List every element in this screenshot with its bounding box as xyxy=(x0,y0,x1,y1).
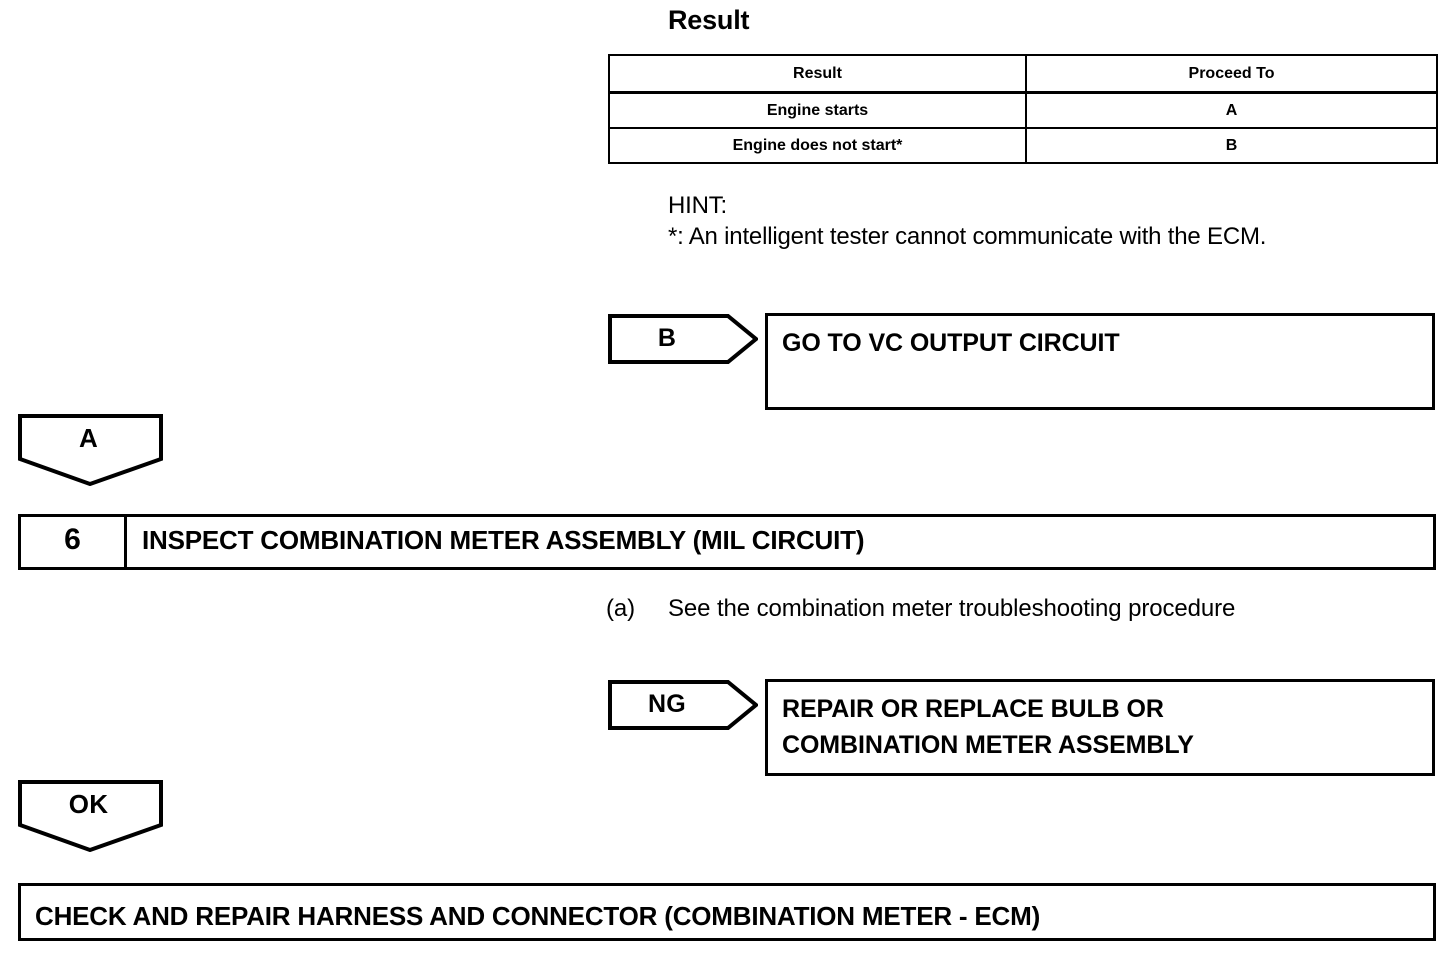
conclusion-box: CHECK AND REPAIR HARNESS AND CONNECTOR (… xyxy=(18,883,1436,941)
pentagon-right-icon xyxy=(608,680,758,730)
conclusion-text: CHECK AND REPAIR HARNESS AND CONNECTOR (… xyxy=(35,901,1041,931)
step-title: INSPECT COMBINATION METER ASSEMBLY (MIL … xyxy=(142,525,865,555)
pentagon-down-icon xyxy=(18,414,163,486)
pentagon-right-icon xyxy=(608,314,758,364)
substep-a-text: See the combination meter troubleshootin… xyxy=(668,595,1236,622)
action-text-line-1: REPAIR OR REPLACE BULB OR xyxy=(782,695,1164,723)
step-number: 6 xyxy=(21,517,127,567)
branch-tag-b: B xyxy=(608,314,758,364)
table-row: Engine does not start* B xyxy=(608,127,1438,164)
result-section-heading: Result xyxy=(668,5,750,35)
action-box-vc-output-circuit-text: GO TO VC OUTPUT CIRCUIT xyxy=(782,329,1120,357)
cell-proceed-to-b: B xyxy=(1025,127,1438,164)
hint-block: HINT: *: An intelligent tester cannot co… xyxy=(668,190,1388,252)
column-header-result: Result xyxy=(608,54,1027,94)
cell-result-engine-does-not-start: Engine does not start* xyxy=(608,127,1027,164)
column-header-proceed-to: Proceed To xyxy=(1025,54,1438,94)
branch-tag-ng-label: NG xyxy=(647,690,687,718)
action-box-vc-output-circuit: GO TO VC OUTPUT CIRCUIT xyxy=(765,313,1435,410)
hint-label: HINT: xyxy=(668,192,728,219)
table-header-row: Result Proceed To xyxy=(608,54,1438,94)
step-header-bar: 6 INSPECT COMBINATION METER ASSEMBLY (MI… xyxy=(18,514,1436,570)
action-box-repair-or-replace: REPAIR OR REPLACE BULB OR COMBINATION ME… xyxy=(765,679,1435,776)
cell-result-engine-starts: Engine starts xyxy=(608,91,1027,129)
substep-a: (a) See the combination meter troubleshoo… xyxy=(606,594,1235,624)
substep-a-marker: (a) xyxy=(606,595,636,622)
branch-tag-ok: OK xyxy=(18,780,163,852)
action-box-repair-or-replace-text: REPAIR OR REPLACE BULB OR COMBINATION ME… xyxy=(782,691,1424,763)
pentagon-down-icon xyxy=(18,780,163,852)
branch-tag-ng: NG xyxy=(608,680,758,730)
branch-tag-b-label: B xyxy=(657,324,677,352)
hint-note: *: An intelligent tester cannot communic… xyxy=(668,223,1267,250)
branch-tag-ok-label: OK xyxy=(68,789,109,819)
result-table: Result Proceed To Engine starts A Engine… xyxy=(608,54,1438,164)
branch-tag-a: A xyxy=(18,414,163,486)
cell-proceed-to-a: A xyxy=(1025,91,1438,129)
table-row: Engine starts A xyxy=(608,91,1438,129)
branch-tag-a-label: A xyxy=(78,423,99,453)
action-text-line-2: COMBINATION METER ASSEMBLY xyxy=(782,731,1194,759)
